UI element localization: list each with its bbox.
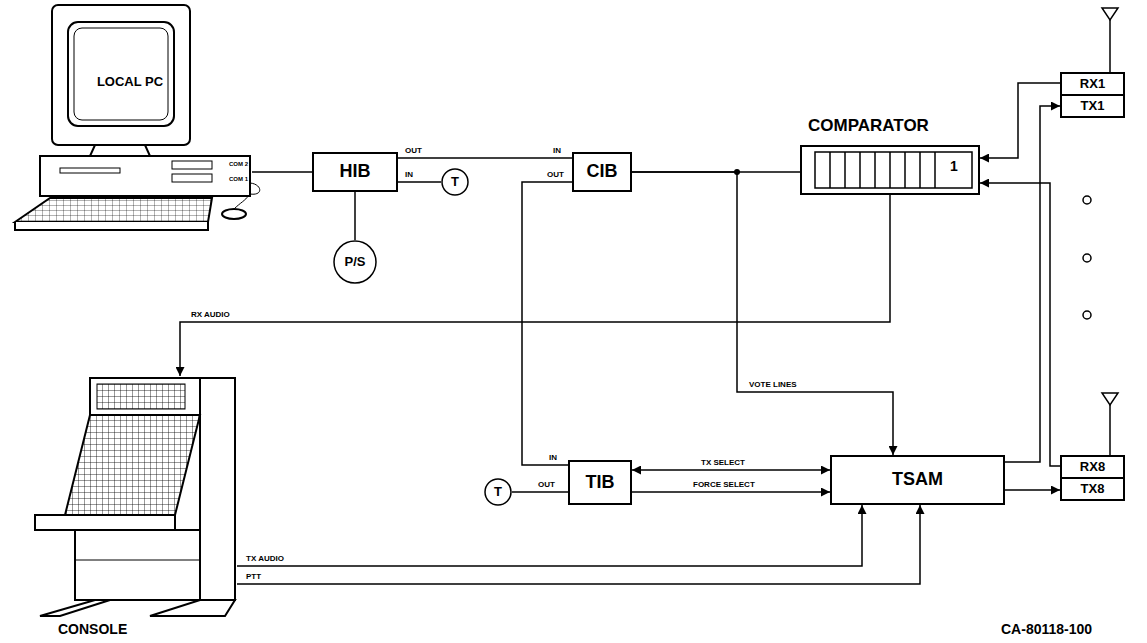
- transmitter-box: TX8: [1060, 477, 1125, 501]
- node-text: RX8: [1080, 460, 1105, 474]
- node-text: T: [451, 175, 459, 189]
- node-text: CONSOLE: [58, 622, 127, 637]
- port-label: OUT: [537, 481, 556, 490]
- port-label: IN: [548, 454, 558, 463]
- signal-label: VOTE LINES: [748, 381, 798, 390]
- signal-label: FORCE SELECT: [692, 481, 756, 490]
- power-supply-circle: P/S: [333, 240, 377, 284]
- receiver-box: RX1: [1060, 72, 1125, 96]
- node-text: P/S: [345, 255, 366, 269]
- node-text: TSAM: [892, 470, 943, 490]
- node-text: TIB: [586, 473, 615, 493]
- signal-label: PTT: [245, 573, 262, 582]
- selector-box: TSAM: [830, 455, 1005, 505]
- connector: [632, 491, 830, 493]
- receiver-box: RX8: [1060, 455, 1125, 479]
- port-label: OUT: [404, 147, 423, 156]
- connector: [512, 491, 568, 493]
- node-text: COMPARATOR: [808, 117, 929, 136]
- continuation-dots: [1083, 196, 1091, 319]
- interface-box: TIB: [568, 460, 632, 505]
- interface-box: CIB: [572, 152, 632, 192]
- comparator-box: COMPARATOR1: [800, 145, 980, 195]
- node-text: 1: [936, 159, 972, 174]
- console-illustration: [35, 378, 235, 616]
- connector: [398, 181, 441, 183]
- connector: [980, 83, 1060, 158]
- node-text: T: [494, 485, 502, 499]
- node-text: TX8: [1081, 482, 1105, 496]
- node-text: RX1: [1080, 77, 1105, 91]
- pc-illustration: [15, 5, 260, 230]
- connector: [1005, 106, 1060, 462]
- connector: [237, 505, 920, 584]
- node-text: HIB: [340, 162, 371, 182]
- port-label: IN: [404, 171, 414, 180]
- terminator-circle: T: [484, 478, 512, 506]
- console-node: CONSOLE: [30, 376, 237, 640]
- connector: [522, 182, 572, 465]
- connector: [632, 469, 830, 471]
- port-label: COM 1: [228, 176, 249, 183]
- connector: [237, 505, 862, 566]
- connector: [632, 172, 893, 455]
- connector: [398, 157, 572, 159]
- connector: [980, 183, 1060, 466]
- transmitter-box: TX1: [1060, 94, 1125, 118]
- computer-node: LOCAL PC: [8, 3, 252, 233]
- connector: [354, 192, 356, 240]
- node-text: CIB: [587, 162, 618, 182]
- port-label: OUT: [546, 171, 565, 180]
- port-label: COM 2: [228, 161, 249, 168]
- connector: [252, 171, 312, 173]
- signal-label: TX SELECT: [700, 459, 746, 468]
- signal-label: TX AUDIO: [245, 555, 285, 564]
- node-text: TX1: [1081, 99, 1105, 113]
- signal-label: RX AUDIO: [190, 311, 231, 320]
- drawing-number: CA-80118-100: [1000, 622, 1093, 637]
- terminator-circle: T: [441, 168, 469, 196]
- port-label: IN: [552, 147, 562, 156]
- node-text: LOCAL PC: [76, 75, 184, 89]
- interface-box: HIB: [312, 152, 398, 192]
- connector: [180, 195, 890, 376]
- connector: [1005, 489, 1060, 491]
